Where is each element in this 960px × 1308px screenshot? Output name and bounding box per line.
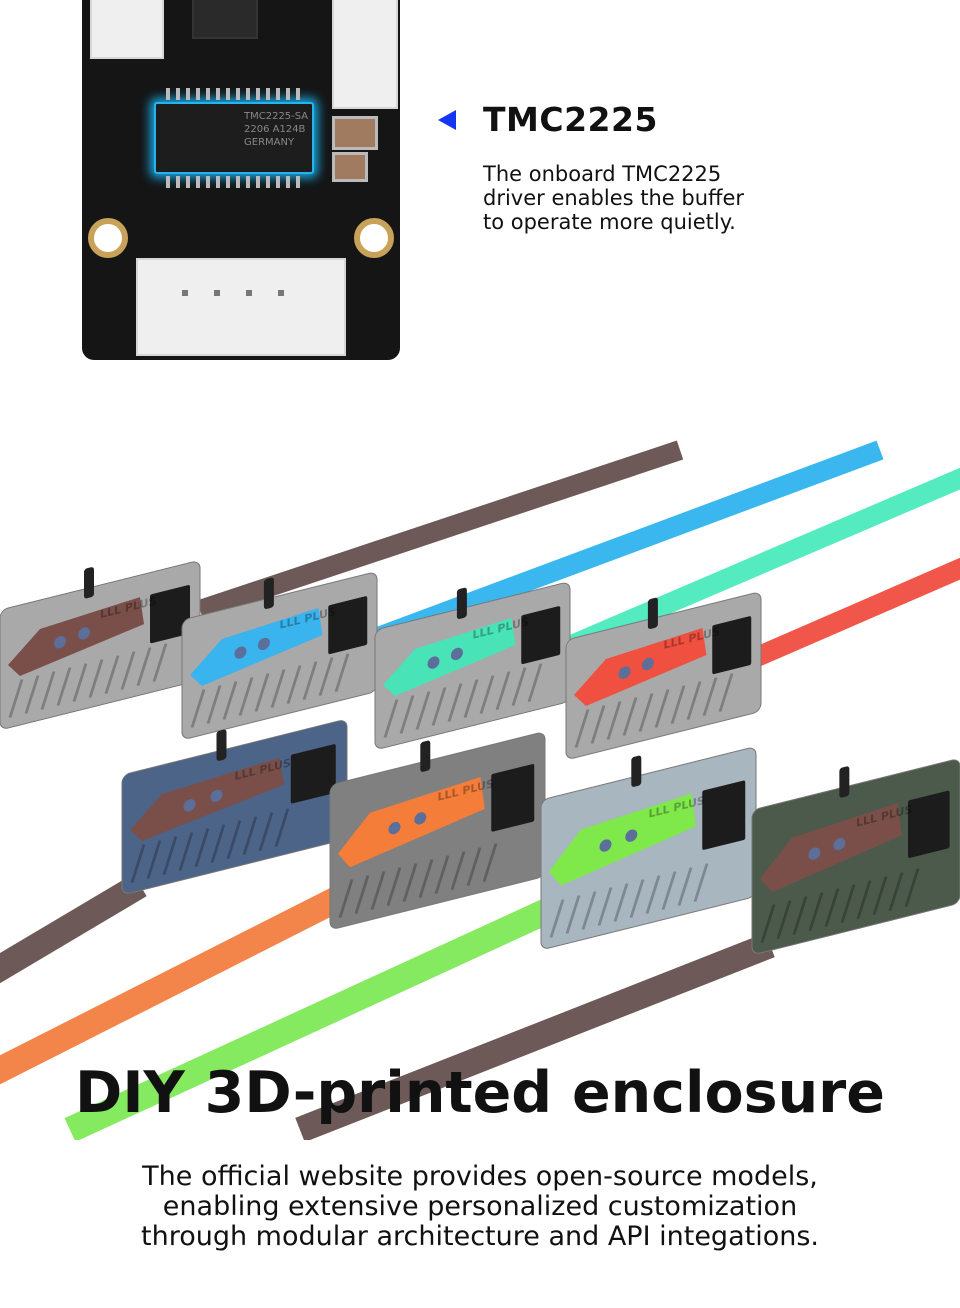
chip-pin [236, 176, 240, 188]
chip-pin [246, 176, 250, 188]
connector-top-right [332, 0, 398, 109]
chip-pin [256, 176, 260, 188]
chip-pin [256, 88, 260, 100]
feature-title: TMC2225 [483, 100, 658, 139]
chip-pin [176, 88, 180, 100]
pcb-board-image: TMC2225-SA 2206 A124B GERMANY [82, 0, 400, 360]
enclosure-module: LLL PLUS [374, 582, 571, 749]
connector-pin [214, 290, 220, 296]
mount-hole [88, 218, 128, 258]
mount-hole [354, 218, 394, 258]
chip-pin [196, 176, 200, 188]
chip-pin [276, 176, 280, 188]
chip-pin [276, 88, 280, 100]
connector-pin [278, 290, 284, 296]
chip-pin [206, 88, 210, 100]
chip-pin [296, 176, 300, 188]
capacitor [332, 116, 378, 150]
chip-pin [226, 88, 230, 100]
triangle-left-icon [438, 110, 456, 130]
filament-strip [0, 873, 147, 984]
filament-strip [196, 440, 684, 620]
connector-pin [182, 290, 188, 296]
chip-pin [286, 88, 290, 100]
chip-pin [236, 88, 240, 100]
chip-pin [216, 88, 220, 100]
connector-top-left [90, 0, 164, 59]
enclosure-module: LLL PLUS [565, 592, 762, 759]
chip-marking: GERMANY [244, 137, 295, 148]
enclosure-module: LLL PLUS [329, 732, 546, 929]
button-switch [192, 0, 258, 39]
chip-pin [226, 176, 230, 188]
subtitle: The official website provides open-sourc… [0, 1162, 960, 1252]
chip-pin [216, 176, 220, 188]
chip-pin [266, 88, 270, 100]
subtitle-line: through modular architecture and API int… [141, 1221, 819, 1252]
filament-strip [366, 440, 884, 650]
enclosure-module: LLL PLUS [0, 561, 201, 729]
chip-pin [166, 176, 170, 188]
chip-pin [246, 88, 250, 100]
filament-strip [0, 883, 351, 1085]
driver-chip: TMC2225-SA 2206 A124B GERMANY [154, 102, 314, 174]
enclosure-module: LLL PLUS [181, 572, 378, 739]
filament-strip [64, 893, 566, 1140]
chip-pin [296, 88, 300, 100]
feature-description: The onboard TMC2225 driver enables the b… [483, 162, 745, 234]
enclosure-module: LLL PLUS [751, 759, 960, 954]
chip-marking: 2206 A124B [244, 124, 306, 135]
chip-pin [186, 88, 190, 100]
chip-pin [186, 176, 190, 188]
enclosure-module: LLL PLUS [121, 720, 348, 894]
capacitor [332, 152, 368, 182]
connector-bottom [136, 258, 346, 356]
subtitle-line: enabling extensive personalized customiz… [162, 1191, 798, 1222]
chip-pin [196, 88, 200, 100]
chip-pin [206, 176, 210, 188]
enclosure-module: LLL PLUS [540, 747, 757, 949]
filament-strip [556, 467, 960, 660]
chip-pin [286, 176, 290, 188]
subtitle-line: The official website provides open-sourc… [142, 1161, 818, 1192]
chip-pin [176, 176, 180, 188]
headline: DIY 3D-printed enclosure [75, 1060, 885, 1126]
chip-marking: TMC2225-SA [244, 111, 309, 122]
chip-pin [266, 176, 270, 188]
filament-strip [746, 557, 960, 670]
chip-pin [166, 88, 170, 100]
connector-pin [246, 290, 252, 296]
filament-strip [295, 932, 775, 1140]
